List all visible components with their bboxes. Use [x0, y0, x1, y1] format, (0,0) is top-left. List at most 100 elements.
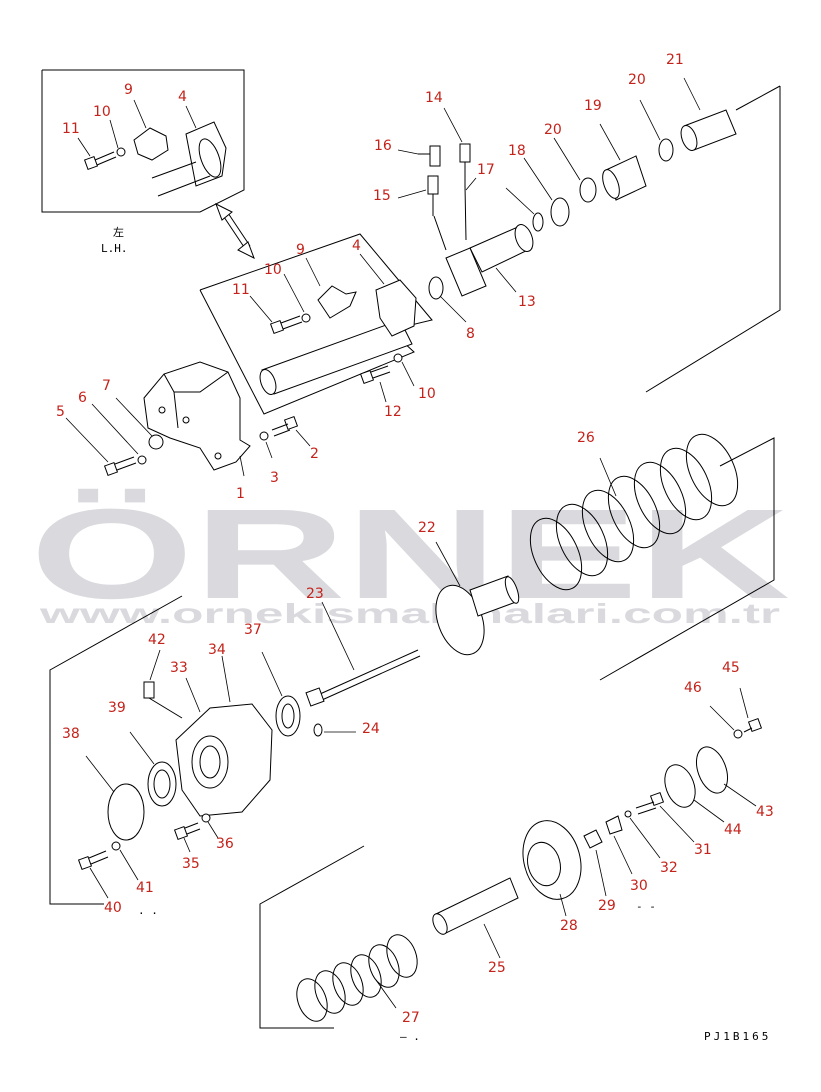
washer-part-46	[733, 729, 743, 739]
watermark-brand: ÖRNEK	[30, 483, 790, 626]
label-part-45: 45	[722, 660, 740, 676]
label-part-15: 15	[373, 188, 391, 204]
label-part-44: 44	[724, 822, 742, 838]
label-part-23: 23	[306, 586, 324, 602]
bolt-part-35	[173, 822, 201, 841]
seal-part-18	[550, 197, 570, 227]
label-part-17: 17	[477, 162, 495, 178]
bushing-part-19	[602, 155, 647, 201]
label-part-36: 36	[216, 836, 234, 852]
label-part-38: 38	[62, 726, 80, 742]
bolt-part-45	[743, 717, 763, 733]
label-part-46: 46	[684, 680, 702, 696]
bolt-part-40	[77, 850, 109, 871]
label-part-40: 40	[104, 900, 122, 916]
label-part-4: 4	[352, 238, 361, 254]
washer-part-10-upper	[301, 313, 311, 323]
label-part-20: 20	[544, 122, 562, 138]
label-part-12: 12	[384, 404, 402, 420]
bolt-part-11	[269, 315, 303, 335]
label-part-10: 10	[418, 386, 436, 402]
bracket-part-9	[317, 285, 357, 319]
ring-part-20-upper	[658, 138, 674, 162]
label-part-41: 41	[136, 880, 154, 896]
washer-part-10-lower	[393, 353, 403, 363]
label-part-19: 19	[584, 98, 602, 114]
watermark-url: www.ornekismakinalari.com.tr	[38, 598, 780, 629]
part-number-labels: 11 10 9 4 11 10 9 4 12 10 5 6 7 1 3 2 14…	[56, 52, 774, 1026]
label-part-13: 13	[518, 294, 536, 310]
svg-text:. .: . .	[138, 904, 158, 917]
washer-part-6	[137, 455, 147, 465]
label-part-9: 9	[296, 242, 305, 258]
label-part-34: 34	[208, 642, 226, 658]
label-part-21: 21	[666, 52, 684, 68]
label-part-11: 11	[62, 121, 80, 137]
label-part-4: 4	[178, 89, 187, 105]
label-part-39: 39	[108, 700, 126, 716]
fitting-part-16	[418, 145, 441, 167]
inset-lh-detail: 左 L.H.	[41, 69, 245, 255]
seal-part-39	[147, 761, 177, 807]
bolt-part-11-inset	[83, 151, 117, 171]
housing-part-1	[143, 361, 251, 471]
double-arrow-icon	[215, 202, 255, 260]
label-part-42: 42	[148, 632, 166, 648]
label-part-29: 29	[598, 898, 616, 914]
cylinder-part-13	[445, 224, 534, 297]
spring-part-26	[529, 433, 739, 591]
rod-part-23	[305, 649, 421, 707]
svg-text:- -: - -	[636, 900, 656, 913]
drawing-code: PJ1B165	[704, 1030, 771, 1043]
label-part-33: 33	[170, 660, 188, 676]
bolt-part-12	[359, 365, 391, 385]
washer-part-10-inset	[116, 147, 126, 157]
label-part-27: 27	[402, 1010, 420, 1026]
label-part-28: 28	[560, 918, 578, 934]
label-part-8: 8	[466, 326, 475, 342]
label-part-7: 7	[102, 378, 111, 394]
fitting-part-15	[427, 175, 439, 216]
rod-group-box	[199, 233, 433, 415]
bolt-part-5	[103, 456, 137, 477]
washer-part-36	[201, 813, 211, 823]
watermark: ÖRNEK www.ornekismakinalari.com.tr	[30, 483, 790, 629]
label-part-22: 22	[418, 520, 436, 536]
lh-side-label: L.H.	[101, 242, 128, 255]
nut-part-29	[583, 829, 603, 849]
label-part-9: 9	[124, 82, 133, 98]
label-part-20: 20	[628, 72, 646, 88]
rod-part-4	[259, 319, 413, 395]
washer-part-3	[259, 431, 269, 441]
label-part-5: 5	[56, 404, 65, 420]
piston-part-22	[435, 575, 520, 656]
label-part-37: 37	[244, 622, 262, 638]
washer-part-41	[111, 841, 121, 851]
label-part-18: 18	[508, 143, 526, 159]
cover-part-38	[107, 783, 145, 841]
label-part-16: 16	[374, 138, 392, 154]
label-part-6: 6	[78, 390, 87, 406]
svg-text:— .: — .	[400, 1030, 420, 1043]
tube-part-25	[432, 877, 519, 935]
label-part-11: 11	[232, 282, 250, 298]
label-part-1: 1	[236, 486, 245, 502]
label-part-43: 43	[756, 804, 774, 820]
ring-part-20-lower	[579, 177, 597, 203]
grease-fitting-part-42	[143, 681, 183, 719]
spring-part-27	[296, 934, 418, 1022]
gasket-part-44	[664, 764, 696, 808]
washer-part-32	[624, 810, 632, 818]
cover-part-28	[522, 820, 582, 900]
label-part-3: 3	[270, 470, 279, 486]
label-part-30: 30	[630, 878, 648, 894]
label-part-26: 26	[577, 430, 595, 446]
lh-side-mark: 左	[113, 226, 124, 239]
rod-head-part-4	[375, 279, 417, 337]
fitting-part-14	[459, 143, 471, 186]
label-part-32: 32	[660, 860, 678, 876]
bolt-part-31	[635, 791, 665, 815]
seal-part-37	[275, 695, 301, 737]
bracket-part-9-inset	[133, 127, 169, 161]
